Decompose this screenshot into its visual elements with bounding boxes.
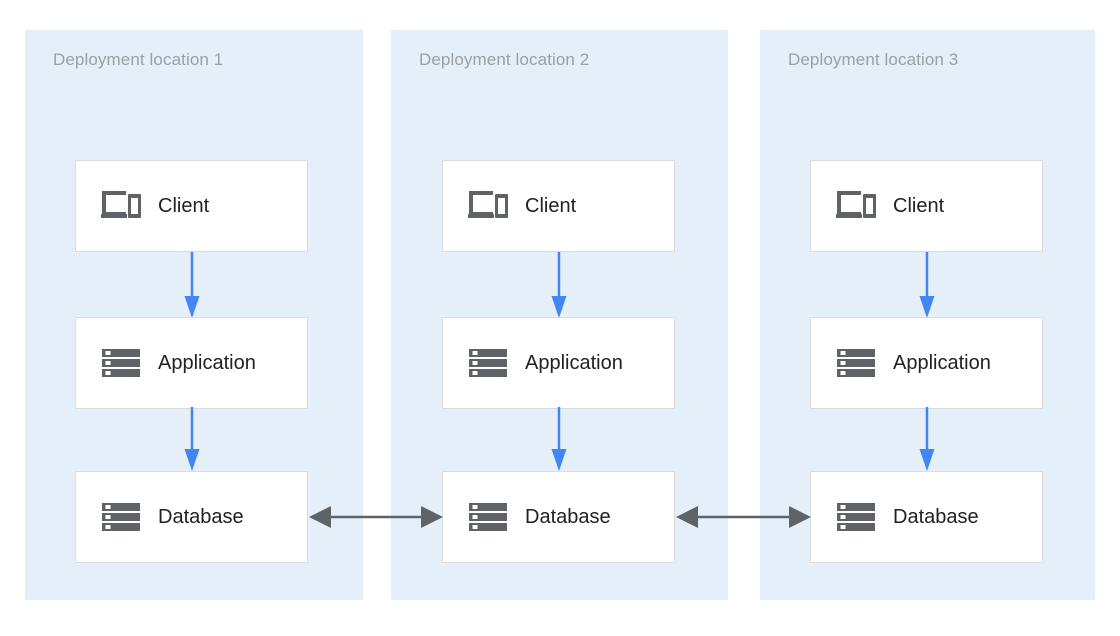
node-database-3[interactable]: Database <box>810 471 1043 563</box>
client-devices-icon <box>98 183 144 229</box>
arrow-application-to-database-2 <box>548 407 570 473</box>
node-label-application-3: Application <box>893 352 991 374</box>
node-client-3[interactable]: Client <box>810 160 1043 252</box>
node-client-1[interactable]: Client <box>75 160 308 252</box>
node-label-database-2: Database <box>525 506 611 528</box>
panel-title-2: Deployment location 2 <box>419 50 590 69</box>
arrow-application-to-database-1 <box>181 407 203 473</box>
node-label-client-1: Client <box>158 195 210 217</box>
node-database-2[interactable]: Database <box>442 471 675 563</box>
node-database-1[interactable]: Database <box>75 471 308 563</box>
server-stack-icon <box>833 340 879 386</box>
arrow-client-to-application-2 <box>548 252 570 318</box>
arrow-database-1-to-database-2 <box>309 502 443 532</box>
client-devices-icon <box>465 183 511 229</box>
node-client-2[interactable]: Client <box>442 160 675 252</box>
panel-title-1: Deployment location 1 <box>53 50 224 69</box>
node-label-application-2: Application <box>525 352 623 374</box>
node-application-3[interactable]: Application <box>810 317 1043 409</box>
server-stack-icon <box>98 494 144 540</box>
server-stack-icon <box>98 340 144 386</box>
node-application-1[interactable]: Application <box>75 317 308 409</box>
server-stack-icon <box>833 494 879 540</box>
node-label-application-1: Application <box>158 352 256 374</box>
node-label-client-3: Client <box>893 195 945 217</box>
server-stack-icon <box>465 494 511 540</box>
arrow-application-to-database-3 <box>916 407 938 473</box>
arrow-database-2-to-database-3 <box>676 502 811 532</box>
arrow-client-to-application-3 <box>916 252 938 318</box>
client-devices-icon <box>833 183 879 229</box>
server-stack-icon <box>465 340 511 386</box>
node-label-client-2: Client <box>525 195 577 217</box>
node-application-2[interactable]: Application <box>442 317 675 409</box>
node-label-database-3: Database <box>893 506 979 528</box>
panel-title-3: Deployment location 3 <box>788 50 959 69</box>
arrow-client-to-application-1 <box>181 252 203 318</box>
node-label-database-1: Database <box>158 506 244 528</box>
